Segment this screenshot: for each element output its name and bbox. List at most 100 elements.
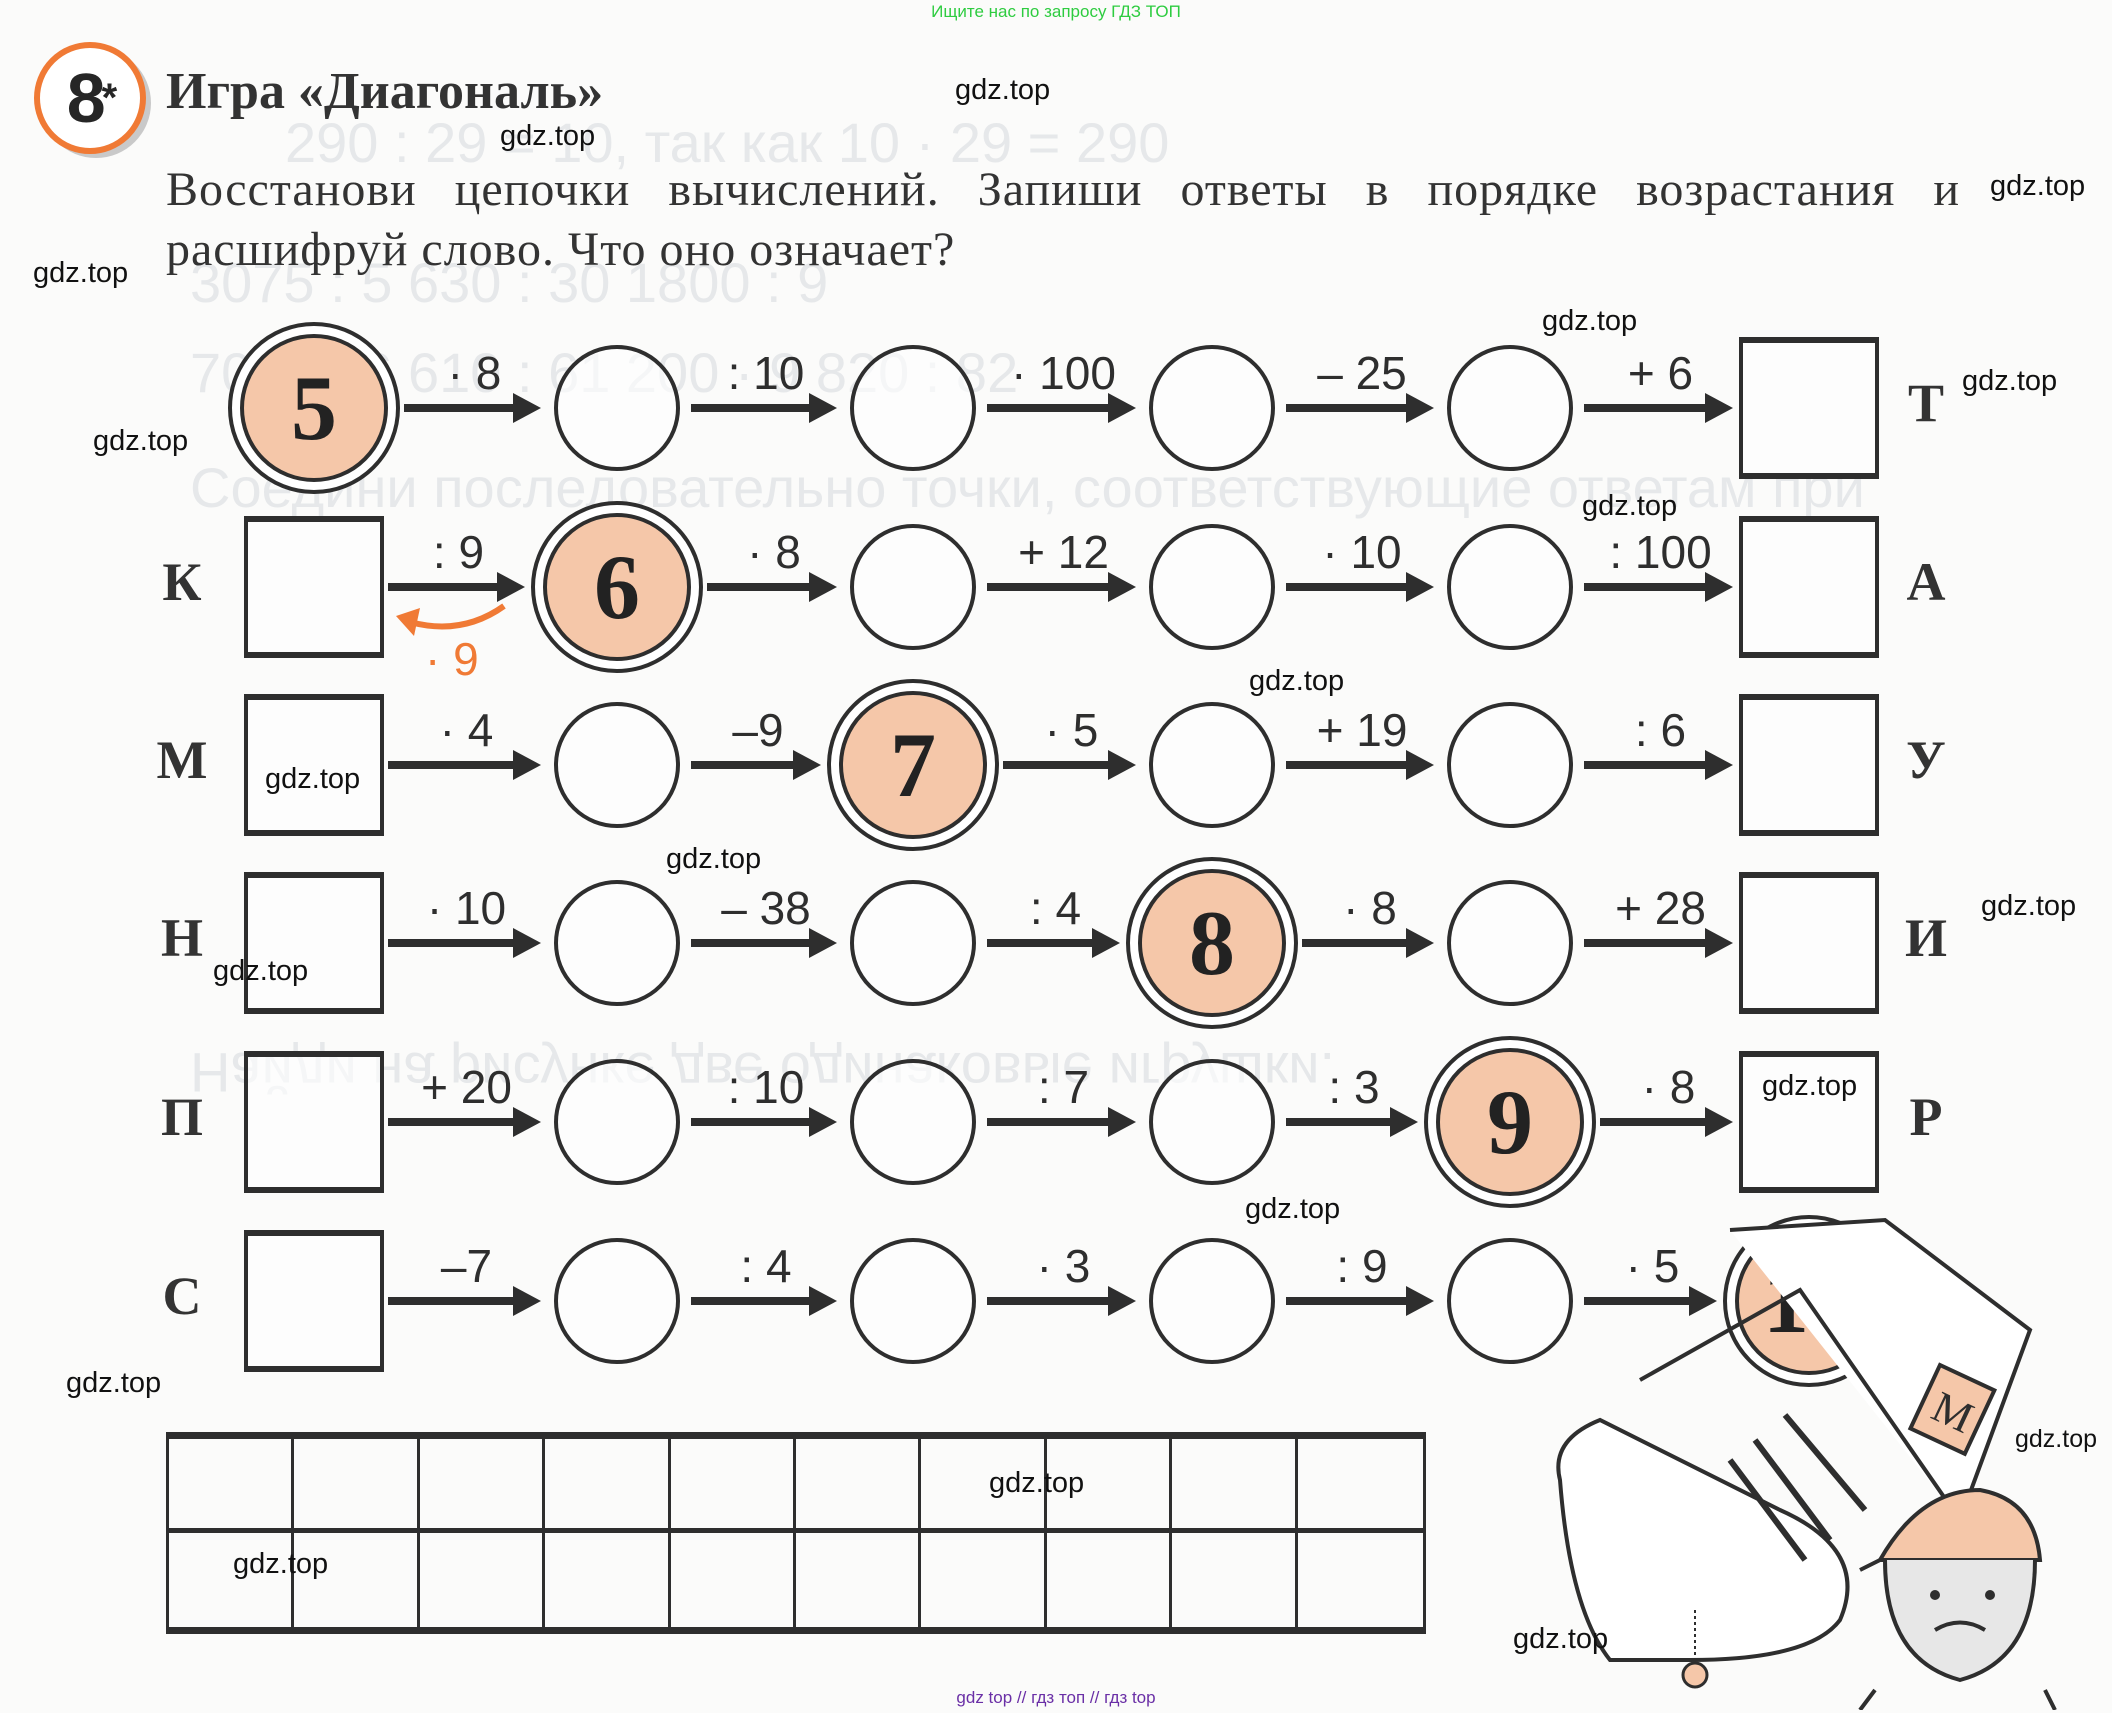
intermediate-circle[interactable]	[850, 880, 976, 1006]
answer-number-cell[interactable]	[294, 1439, 420, 1533]
row-letter-left: К	[162, 552, 202, 612]
intermediate-circle[interactable]	[1447, 702, 1573, 828]
operation-label: : 9	[1336, 1240, 1388, 1292]
watermark: gdz.top	[1762, 1070, 1858, 1102]
start-answer-box[interactable]	[244, 694, 384, 836]
operation-label: : 7	[1037, 1061, 1090, 1113]
end-answer-box[interactable]	[1739, 872, 1879, 1014]
watermark: gdz.top	[265, 763, 361, 795]
operation-label: : 6	[1634, 704, 1687, 756]
start-answer-box[interactable]	[244, 1230, 384, 1372]
start-answer-box[interactable]	[244, 1051, 384, 1193]
row-letter-right: Т	[1907, 373, 1945, 433]
answer-number-cell[interactable]	[419, 1439, 546, 1533]
arrow-icon	[691, 393, 837, 423]
answer-letter-cell[interactable]	[169, 1533, 295, 1627]
end-answer-box[interactable]	[1739, 694, 1879, 836]
intermediate-circle[interactable]	[850, 1238, 976, 1364]
arrow-icon	[691, 1286, 837, 1316]
start-answer-box[interactable]	[244, 872, 384, 1014]
answer-number-cell[interactable]	[1172, 1439, 1298, 1533]
intermediate-circle[interactable]	[554, 1059, 680, 1185]
operation-label: · 10	[426, 882, 507, 934]
operation-label: · 5	[1625, 1240, 1680, 1292]
operation-label: · 8	[1641, 1061, 1696, 1113]
intermediate-circle[interactable]	[1149, 1238, 1275, 1364]
answer-letter-cell[interactable]	[671, 1533, 796, 1627]
arrow-icon	[1286, 393, 1434, 423]
arrow-icon	[1286, 1286, 1434, 1316]
answer-number-cell[interactable]	[796, 1439, 922, 1533]
arrow-icon	[1584, 928, 1733, 958]
answer-number-cell[interactable]	[1297, 1439, 1423, 1533]
row-letter-left: С	[162, 1266, 202, 1326]
intermediate-circle[interactable]	[1447, 1238, 1573, 1364]
watermark: gdz.top	[989, 1467, 1085, 1499]
intermediate-circle[interactable]	[1447, 524, 1573, 650]
row-letter-left: М	[156, 730, 208, 790]
intermediate-circle[interactable]	[1149, 702, 1275, 828]
intermediate-circle[interactable]	[1447, 345, 1573, 471]
end-answer-box[interactable]	[1739, 337, 1879, 479]
answer-letter-cell[interactable]	[921, 1533, 1047, 1627]
arrow-icon	[987, 572, 1136, 602]
intermediate-circle[interactable]	[1447, 880, 1573, 1006]
arrow-icon	[388, 928, 541, 958]
answer-number-cell[interactable]	[670, 1439, 796, 1533]
operation-label: + 19	[1316, 704, 1408, 756]
answer-number-cell[interactable]	[921, 1439, 1047, 1533]
footer-links[interactable]: gdz top // гдз топ // гдз top	[956, 1688, 1156, 1707]
intermediate-circle[interactable]	[1149, 524, 1275, 650]
arrow-icon	[1584, 393, 1733, 423]
intermediate-circle[interactable]	[1149, 345, 1275, 471]
exercise-instructions: Восстанови цепочки вычислений. Запиши от…	[166, 163, 1960, 276]
intermediate-circle[interactable]	[850, 345, 976, 471]
answer-number-cell[interactable]	[545, 1439, 671, 1533]
reverse-arrow-icon	[396, 603, 506, 636]
answer-letter-cell[interactable]	[545, 1533, 671, 1627]
intermediate-circle[interactable]	[554, 345, 680, 471]
operation-label: · 5	[1044, 704, 1099, 756]
operation-label: –7	[440, 1240, 493, 1292]
intermediate-circle[interactable]	[1149, 1059, 1275, 1185]
answer-letter-cell[interactable]	[1172, 1533, 1298, 1627]
operation-label: · 10	[1322, 526, 1402, 578]
intermediate-circle[interactable]	[850, 1059, 976, 1185]
operation-label: + 12	[1018, 526, 1109, 578]
watermark: gdz.top	[2015, 1425, 2098, 1453]
operation-label: + 6	[1627, 347, 1694, 399]
answer-letter-cell[interactable]	[1047, 1533, 1173, 1627]
operation-label: : 10	[727, 347, 805, 399]
answer-letter-cell[interactable]	[294, 1533, 420, 1627]
row-letter-right: У	[1906, 730, 1946, 790]
intermediate-circle[interactable]	[554, 880, 680, 1006]
end-answer-box[interactable]	[1739, 1051, 1879, 1193]
intermediate-circle[interactable]	[850, 524, 976, 650]
arrow-icon	[1584, 1286, 1717, 1316]
intermediate-circle[interactable]	[554, 1238, 680, 1364]
arrow-icon	[1600, 1107, 1733, 1137]
operation-label: : 4	[1029, 882, 1082, 934]
answer-number-cell[interactable]	[1046, 1439, 1173, 1533]
watermark: gdz.top	[1582, 490, 1678, 522]
answer-letter-cell[interactable]	[420, 1533, 546, 1627]
exercise-title: Игра «Диагональ»	[166, 63, 604, 120]
answer-letter-cell[interactable]	[796, 1533, 922, 1627]
start-answer-box[interactable]	[244, 516, 384, 658]
watermark: gdz.top	[233, 1548, 329, 1580]
arrow-icon	[691, 928, 837, 958]
operation-label: – 25	[1317, 347, 1407, 399]
watermark: gdz.top	[213, 955, 309, 987]
arrow-icon	[987, 1286, 1136, 1316]
operation-label: · 3	[1036, 1240, 1091, 1292]
operation-label: : 4	[740, 1240, 792, 1292]
answer-letter-cell[interactable]	[1298, 1533, 1423, 1627]
given-number: 6	[543, 513, 691, 661]
search-banner[interactable]: Ищите нас по запросу ГДЗ ТОП	[931, 2, 1181, 21]
watermark: gdz.top	[666, 843, 762, 875]
operation-label: · 4	[439, 704, 494, 756]
arrow-icon	[987, 393, 1136, 423]
end-answer-box[interactable]	[1739, 516, 1879, 658]
answer-number-cell[interactable]	[169, 1439, 295, 1533]
intermediate-circle[interactable]	[554, 702, 680, 828]
